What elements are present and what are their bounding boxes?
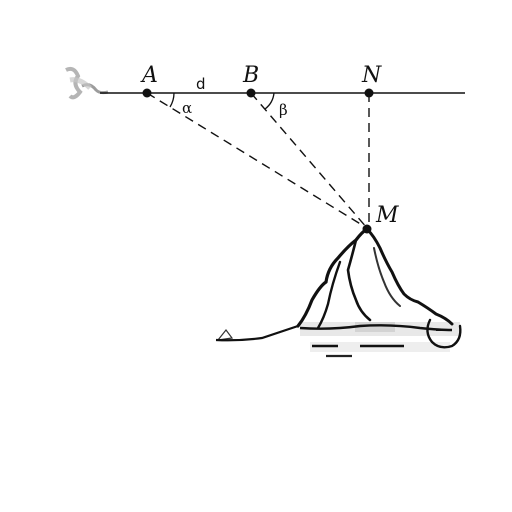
dashed-line-a-m	[146, 92, 368, 229]
label-beta: β	[279, 101, 288, 119]
angle-alpha-arc	[169, 92, 175, 108]
dashed-line-b-m	[250, 92, 368, 229]
label-n: N	[361, 63, 382, 88]
label-alpha: α	[182, 99, 192, 117]
angle-beta-arc	[264, 92, 275, 110]
mountain-sketch	[215, 227, 462, 358]
label-a: A	[140, 63, 158, 88]
point-b	[246, 88, 256, 98]
label-b: B	[242, 63, 259, 88]
point-a	[142, 88, 152, 98]
label-d: d	[196, 75, 206, 93]
point-n	[364, 88, 374, 98]
label-m: M	[375, 203, 399, 228]
